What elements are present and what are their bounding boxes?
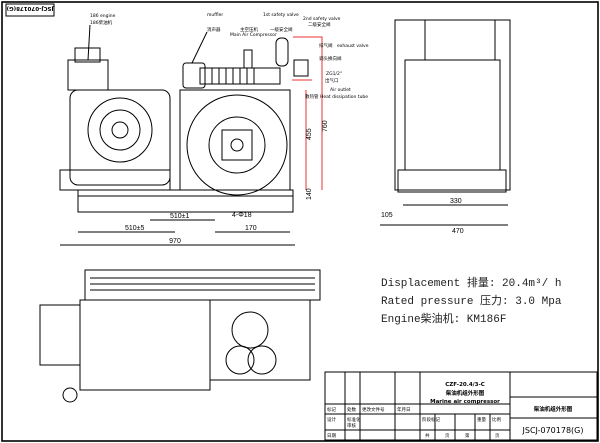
svg-text:330: 330 xyxy=(450,198,462,205)
svg-text:比例: 比例 xyxy=(492,416,501,423)
spec-displacement: Displacement 排量: 20.4m³/ h xyxy=(381,275,561,290)
svg-text:阶段标记: 阶段标记 xyxy=(422,416,440,423)
svg-text:510±1: 510±1 xyxy=(170,213,190,220)
side-view: 330 470 105 xyxy=(380,19,511,235)
spec-engine: Engine柴油机: KM186F xyxy=(381,311,506,326)
svg-text:140: 140 xyxy=(306,188,313,200)
svg-text:470: 470 xyxy=(452,228,464,235)
svg-text:审核: 审核 xyxy=(347,422,356,429)
svg-text:散热管: 散热管 xyxy=(305,93,319,100)
svg-text:JSCJ-070178(G): JSCJ-070178(G) xyxy=(522,426,584,435)
first-safety-valve xyxy=(243,49,253,69)
svg-text:Main Air Compressor: Main Air Compressor xyxy=(230,32,277,38)
svg-text:JSCJ-070178(G): JSCJ-070178(G) xyxy=(6,5,54,11)
svg-text:柴油机组外形图: 柴油机组外形图 xyxy=(445,389,485,397)
second-safety-valve xyxy=(275,37,289,67)
svg-text:第: 第 xyxy=(465,432,470,439)
svg-text:一级安全阀: 一级安全阀 xyxy=(270,26,293,33)
diesel-engine xyxy=(59,47,171,191)
svg-text:4-Φ18: 4-Φ18 xyxy=(232,212,252,219)
main-air-compressor xyxy=(179,67,291,196)
svg-text:CZF-20.4/3-C: CZF-20.4/3-C xyxy=(445,382,485,388)
svg-text:柴油机组外形图: 柴油机组外形图 xyxy=(533,405,573,413)
svg-text:muffler: muffler xyxy=(207,12,223,18)
svg-text:共: 共 xyxy=(425,432,430,439)
svg-text:页: 页 xyxy=(495,433,500,439)
base-frame xyxy=(77,189,294,213)
svg-text:更改文件号: 更改文件号 xyxy=(362,406,385,413)
svg-text:2nd safety valve: 2nd safety valve xyxy=(303,16,341,22)
svg-text:重量: 重量 xyxy=(477,416,486,423)
svg-text:消声器: 消声器 xyxy=(207,26,221,33)
svg-text:186 engine: 186 engine xyxy=(90,13,116,19)
svg-text:页: 页 xyxy=(445,433,450,439)
svg-text:ZG1/2": ZG1/2" xyxy=(326,71,342,77)
svg-text:760: 760 xyxy=(322,120,329,132)
svg-text:调头换向阀: 调头换向阀 xyxy=(319,55,342,62)
svg-text:二级安全阀: 二级安全阀 xyxy=(308,21,331,28)
svg-text:105: 105 xyxy=(381,212,393,219)
svg-text:170: 170 xyxy=(245,225,257,232)
svg-text:970: 970 xyxy=(169,238,181,245)
spec-pressure: Rated pressure 压力: 3.0 Mpa xyxy=(381,294,562,308)
svg-text:Air outlet: Air outlet xyxy=(330,87,351,93)
svg-text:186柴油机: 186柴油机 xyxy=(90,19,113,26)
svg-text:510±5: 510±5 xyxy=(125,225,145,232)
exhaust-valve xyxy=(293,59,309,77)
svg-text:排气阀: 排气阀 xyxy=(319,42,333,49)
svg-text:年月日: 年月日 xyxy=(397,406,411,413)
svg-text:1st safety valve: 1st safety valve xyxy=(263,12,299,18)
front-view: 186 engine 186柴油机 muffler 消声器 主空压机 Main … xyxy=(59,12,369,246)
top-view xyxy=(39,269,321,403)
svg-text:出气口: 出气口 xyxy=(325,77,339,84)
svg-text:主空压机: 主空压机 xyxy=(240,26,258,33)
svg-text:455: 455 xyxy=(306,128,313,140)
svg-text:exhaust valve: exhaust valve xyxy=(337,43,369,49)
drawing-number-stamp: JSCJ-070178(G) xyxy=(5,3,55,17)
svg-text:设计: 设计 xyxy=(327,416,336,423)
svg-text:Heat dissipation tube: Heat dissipation tube xyxy=(320,94,368,100)
specifications: Displacement 排量: 20.4m³/ h Rated pressur… xyxy=(381,275,562,326)
svg-text:日期: 日期 xyxy=(327,433,336,439)
svg-text:处数: 处数 xyxy=(347,406,356,413)
title-block: CZF-20.4/3-C 柴油机组外形图 Marine air compress… xyxy=(324,371,598,441)
svg-text:标准化: 标准化 xyxy=(347,416,361,423)
svg-text:Marine air compressor: Marine air compressor xyxy=(430,399,500,405)
svg-text:标记: 标记 xyxy=(327,406,336,413)
